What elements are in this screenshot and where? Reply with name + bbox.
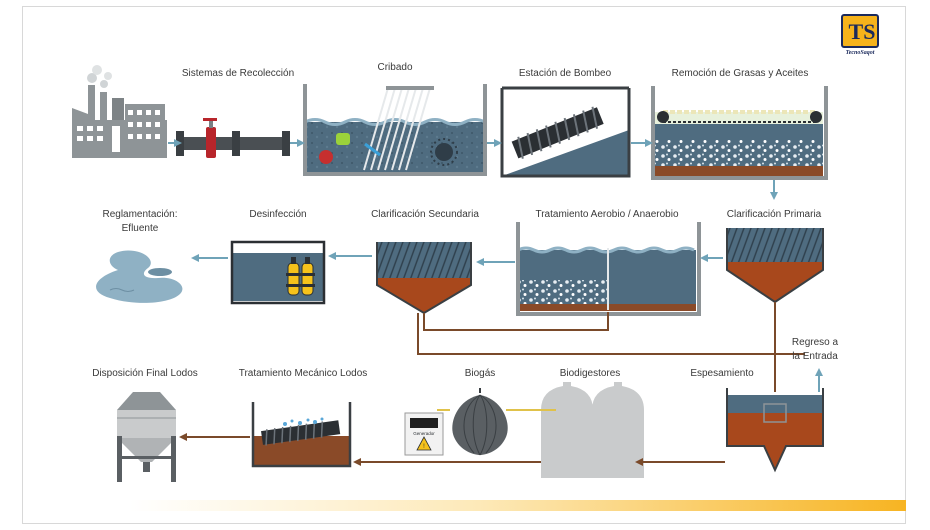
svg-text:!: ! [423, 444, 425, 450]
collection-pipe-icon [176, 118, 290, 158]
grease-removal-tank [651, 86, 828, 180]
sludge-recirculation-line [423, 312, 609, 331]
logo-name: TecnoSaqot [845, 50, 875, 56]
label-grease: Remoción de Grasas y Aceites [671, 68, 809, 79]
label-return-1: Regreso a [791, 337, 839, 348]
logo-monogram: TS [848, 19, 876, 44]
sludge-lines [417, 302, 805, 392]
label-pumping: Estación de Bombeo [518, 68, 612, 79]
flow-arrows-row2 [191, 252, 723, 266]
sludge-silo [117, 392, 176, 482]
label-biogas: Biogás [464, 368, 496, 379]
disinfection-tank [230, 240, 326, 305]
chlorine-tanks-icon [286, 257, 315, 296]
label-collection: Sistemas de Recolección [181, 68, 295, 79]
biodigesters [541, 382, 644, 478]
pumping-station [500, 86, 631, 178]
generator-label: Generador [413, 431, 435, 436]
sludge-main-line [417, 313, 775, 355]
secondary-clarifier [376, 242, 472, 315]
label-return-2: la Entrada [792, 351, 838, 362]
label-biodigesters: Biodigestores [559, 368, 621, 379]
aerobic-anaerobic-tank [516, 222, 701, 316]
accent-gradient-bar [130, 500, 906, 511]
label-disinfection: Desinfección [249, 209, 307, 220]
label-effluent: Efluente [121, 223, 159, 234]
label-disposal: Disposición Final Lodos [92, 368, 198, 379]
logo-badge: TS [841, 14, 879, 48]
flow-arrows-row1 [168, 139, 778, 200]
biogas-balloon [437, 388, 556, 456]
mechanical-sludge-treatment [251, 402, 352, 468]
label-screening: Cribado [377, 62, 413, 73]
label-regulation: Reglamentación: [102, 209, 178, 220]
screening-tank [303, 84, 487, 176]
label-aerobic: Tratamiento Aerobio / Anaerobio [535, 209, 679, 220]
primary-clarifier [726, 228, 824, 304]
effluent-puddle-icon [96, 250, 183, 303]
company-logo: TS TecnoSaqot [838, 12, 882, 60]
diagram-frame [22, 6, 906, 524]
generator: ! Generador [404, 412, 444, 456]
label-secondary: Clarificación Secundaria [371, 209, 479, 220]
thickener-tank [726, 388, 824, 473]
factory-icon [72, 65, 167, 158]
flow-arrows-row3 [179, 433, 725, 466]
label-thickening: Espesamiento [690, 368, 754, 379]
label-mechanical: Tratamiento Mecánico Lodos [238, 368, 368, 379]
label-primary: Clarificación Primaria [726, 209, 822, 220]
